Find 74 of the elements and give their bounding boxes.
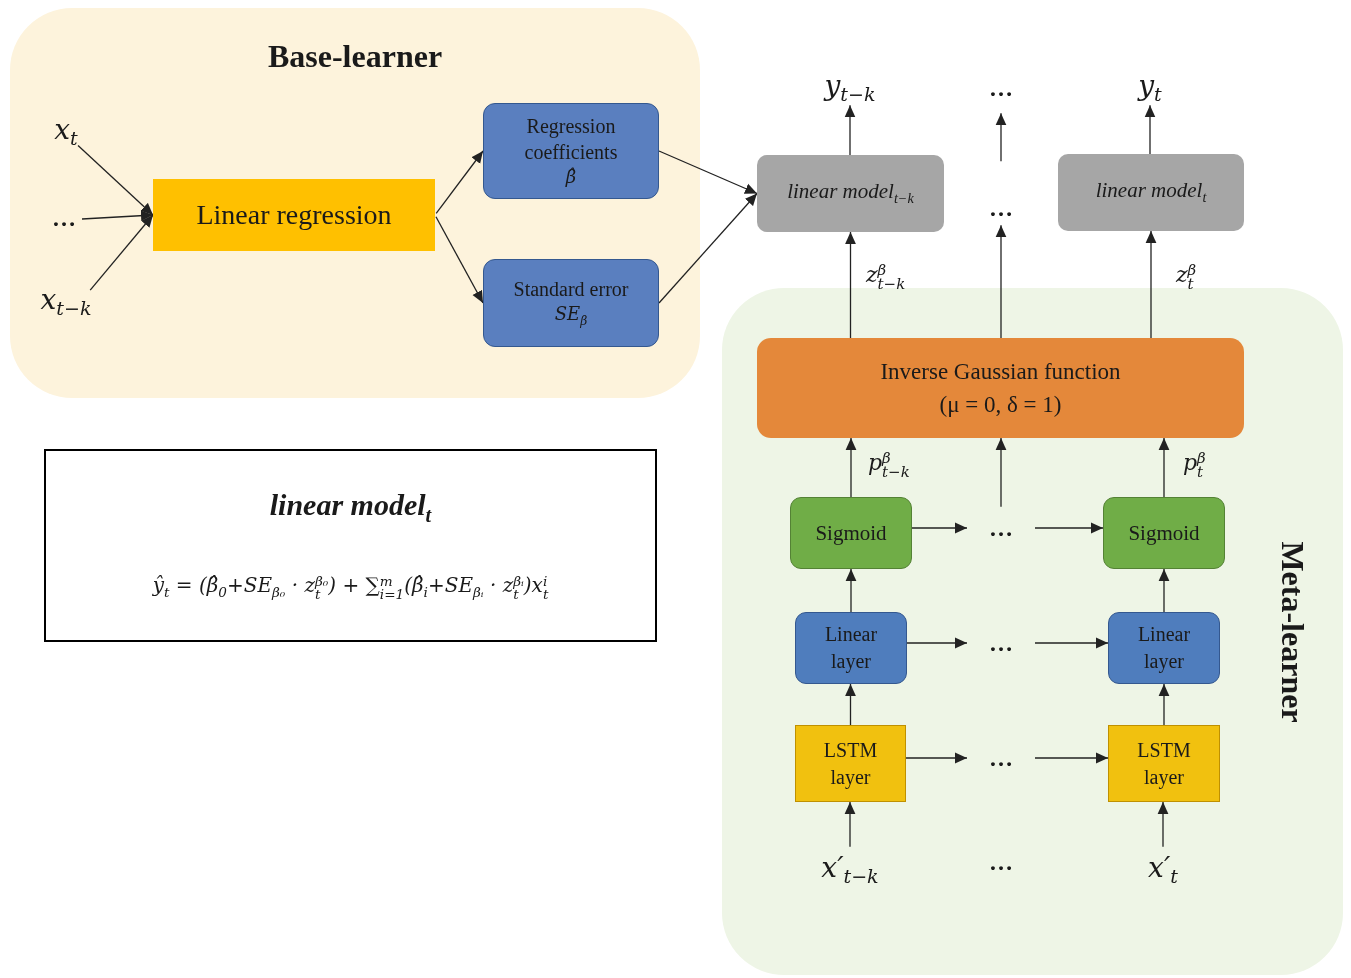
arrow (845, 231, 856, 339)
ellipsis: … (989, 629, 1013, 657)
box-label: β̂ (565, 165, 577, 189)
arrow (658, 192, 758, 304)
math-label: y$_{t−k}$ (824, 70, 876, 106)
panel-background (10, 8, 700, 398)
box-label: Inverse Gaussian function (880, 357, 1121, 386)
model-box (757, 155, 944, 232)
box-label: Linear layer (1136, 622, 1192, 675)
panel-background (722, 288, 1343, 975)
math-label: x$_{t}$ (54, 114, 78, 150)
arrow (845, 568, 857, 613)
arrow (658, 150, 758, 195)
box-label: linear model$_{t}$ (1095, 178, 1207, 207)
math-label: x′$_{t}$ (1148, 852, 1178, 888)
arrow (1034, 637, 1109, 649)
ellipsis: … (989, 848, 1013, 876)
process-box (153, 179, 435, 251)
function-box (757, 338, 1244, 438)
math-label: x$_{t−k}$ (40, 284, 92, 320)
layer-box (1108, 725, 1220, 802)
box-label: Sigmoid (815, 520, 887, 546)
box-label: Linear layer (823, 622, 879, 675)
process-box (790, 497, 912, 569)
panel-title: Base-learner (267, 37, 443, 75)
arrow (77, 144, 154, 216)
arrow (435, 150, 484, 215)
ellipsis: … (52, 204, 76, 232)
arrow (1158, 568, 1170, 613)
ellipsis: … (989, 74, 1013, 102)
arrow (1145, 230, 1157, 339)
process-box (483, 103, 659, 199)
arrow (81, 210, 154, 222)
box-label: linear model$_{t−k}$ (787, 179, 914, 208)
box-label: Linear regression (196, 199, 392, 231)
math-label: y$_{t}$ (1138, 70, 1162, 106)
arrow (845, 683, 856, 726)
arrow (1034, 522, 1104, 534)
box-label: Sigmoid (1128, 520, 1200, 546)
arrow (435, 216, 484, 304)
arrow (845, 437, 857, 498)
arrow (89, 214, 154, 291)
math-label: x′$_{t−k}$ (821, 852, 879, 888)
arrow (995, 437, 1007, 508)
box-label: LSTM layer (1136, 737, 1192, 791)
arrow (1157, 801, 1169, 848)
layer-box (795, 725, 906, 802)
ellipsis: … (989, 194, 1013, 222)
arrow (1158, 683, 1170, 726)
arrow (1158, 437, 1170, 498)
arrow (995, 224, 1007, 339)
process-box (1103, 497, 1225, 569)
process-box (483, 259, 659, 347)
arrow (844, 801, 856, 848)
arrow (905, 752, 968, 764)
box-label: SE$_{β}$ (554, 302, 588, 330)
box-label: (μ = 0, δ = 1) (939, 391, 1062, 419)
arrow (995, 112, 1007, 162)
formula-title: linear model$_{t}$ (269, 488, 432, 528)
arrow (1034, 752, 1109, 764)
arrow (1144, 104, 1156, 155)
box-label: LSTM layer (822, 737, 879, 791)
arrow (844, 104, 856, 156)
panel-title: Meta-learner (1273, 541, 1311, 723)
ellipsis: … (989, 514, 1013, 542)
arrow (906, 637, 968, 649)
model-box (1058, 154, 1244, 231)
arrow (911, 522, 968, 534)
formula-box (44, 449, 657, 642)
box-label: Standard error (513, 277, 629, 303)
ellipsis: … (989, 744, 1013, 772)
layer-box (795, 612, 907, 684)
layer-box (1108, 612, 1220, 684)
box-label: Regression coefficients (523, 114, 619, 166)
